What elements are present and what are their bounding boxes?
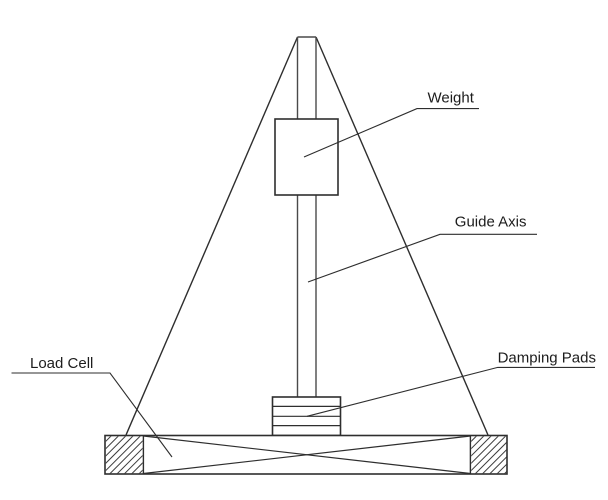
svg-text:Damping Pads: Damping Pads <box>498 350 596 367</box>
svg-text:Guide Axis: Guide Axis <box>455 214 527 231</box>
svg-text:Load Cell: Load Cell <box>30 355 93 372</box>
svg-text:Weight: Weight <box>428 89 475 106</box>
